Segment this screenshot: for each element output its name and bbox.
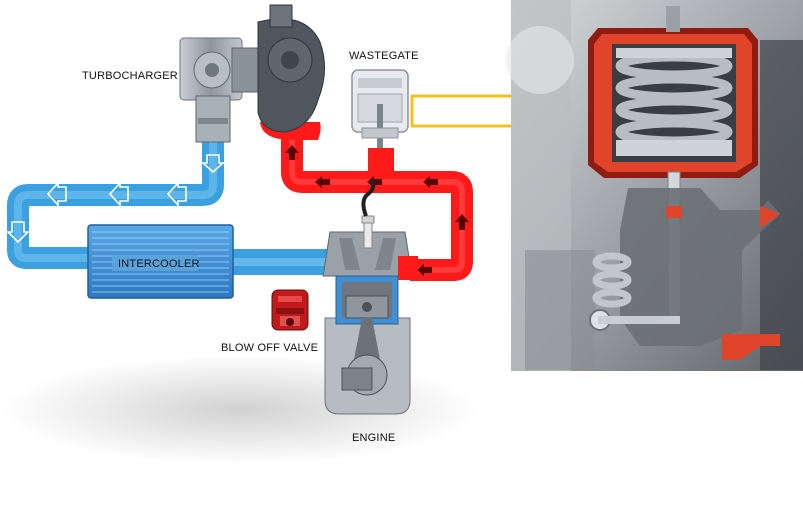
intake-flow-arrows — [6, 154, 226, 244]
engine-label: ENGINE — [352, 432, 396, 444]
turbocharger — [179, 4, 325, 143]
blow-off-valve-label: BLOW OFF VALVE — [221, 342, 319, 354]
intercooler-label: INTERCOOLER — [118, 258, 200, 270]
exhaust-flow-arrows — [285, 145, 469, 276]
engine — [322, 179, 418, 415]
wastegate — [351, 69, 409, 148]
intercooler — [87, 224, 234, 299]
wastegate-cutaway-photo — [506, 0, 803, 371]
turbocharger-label: TURBOCHARGER — [82, 70, 178, 82]
wastegate-label: WASTEGATE — [349, 50, 419, 62]
blow-off-valve — [271, 289, 309, 331]
intake-pipe — [7, 140, 340, 275]
